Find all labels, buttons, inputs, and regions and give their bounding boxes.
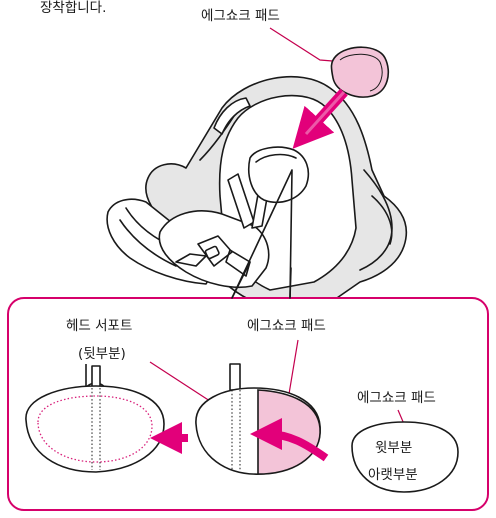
pad-label-top: 에그쇼크 패드 — [201, 8, 280, 24]
head-support-sublabel: (뒷부분) — [78, 346, 126, 362]
pad-label-top-leader — [269, 27, 346, 63]
zoom-lines — [231, 169, 293, 299]
insert-arrow — [292, 88, 348, 149]
lower-part-label: 아랫부분 — [368, 467, 418, 483]
egg-shock-pad-loose — [330, 46, 389, 98]
top-instruction-text: 장착합니다. — [40, 0, 106, 16]
insert-arrow-outline — [304, 90, 346, 136]
head-support-label: 헤드 서포트 — [66, 318, 132, 334]
pad-label-right: 에그쇼크 패드 — [357, 390, 436, 406]
upper-part-label: 윗부분 — [375, 440, 412, 456]
harness-buckle — [197, 235, 251, 277]
egg-shock-pad-detail — [351, 421, 459, 493]
pad-label-mid: 에그쇼크 패드 — [247, 318, 326, 334]
car-seat-illustration — [106, 75, 408, 319]
head-support-in-seat — [248, 146, 310, 204]
insert-arrow-detail — [250, 418, 329, 462]
